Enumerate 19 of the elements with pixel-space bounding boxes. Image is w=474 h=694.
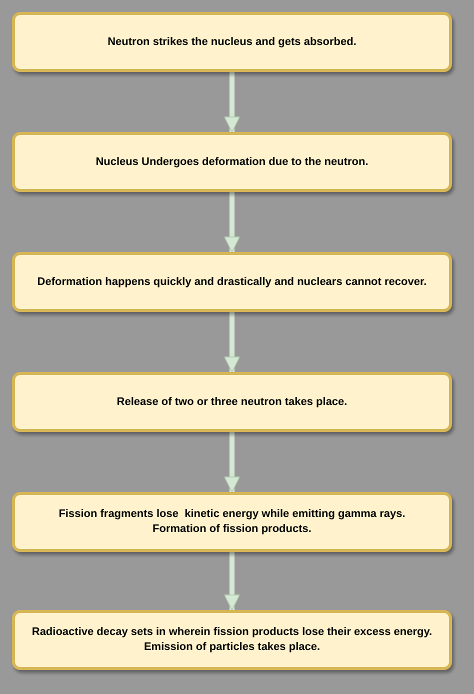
process-box xyxy=(12,492,452,552)
process-box xyxy=(12,610,452,670)
process-box xyxy=(12,372,452,432)
step-text: Fission fragments lose kinetic energy while emitting gamma rays. xyxy=(58,507,406,522)
step-text: Emission of particles takes place. xyxy=(144,640,320,655)
step-text: Radioactive decay sets in wherein fission products lose their excess energy. xyxy=(32,625,432,640)
arrow xyxy=(224,312,240,372)
arrow xyxy=(224,192,240,252)
process-box xyxy=(12,252,452,312)
arrow xyxy=(224,552,240,610)
arrow xyxy=(224,432,240,492)
arrow xyxy=(224,72,240,132)
process-box xyxy=(12,132,452,192)
step-text: Formation of fission products. xyxy=(152,522,312,537)
step-text: Release of two or three neutron takes place. xyxy=(116,394,348,410)
step-text: Deformation happens quickly and drastically and nuclears cannot recover. xyxy=(37,274,427,290)
step-text: Nucleus Undergoes deformation due to the neutron. xyxy=(96,154,368,170)
process-box xyxy=(12,12,452,72)
step-text: Neutron strikes the nucleus and gets absorbed. xyxy=(108,34,356,50)
